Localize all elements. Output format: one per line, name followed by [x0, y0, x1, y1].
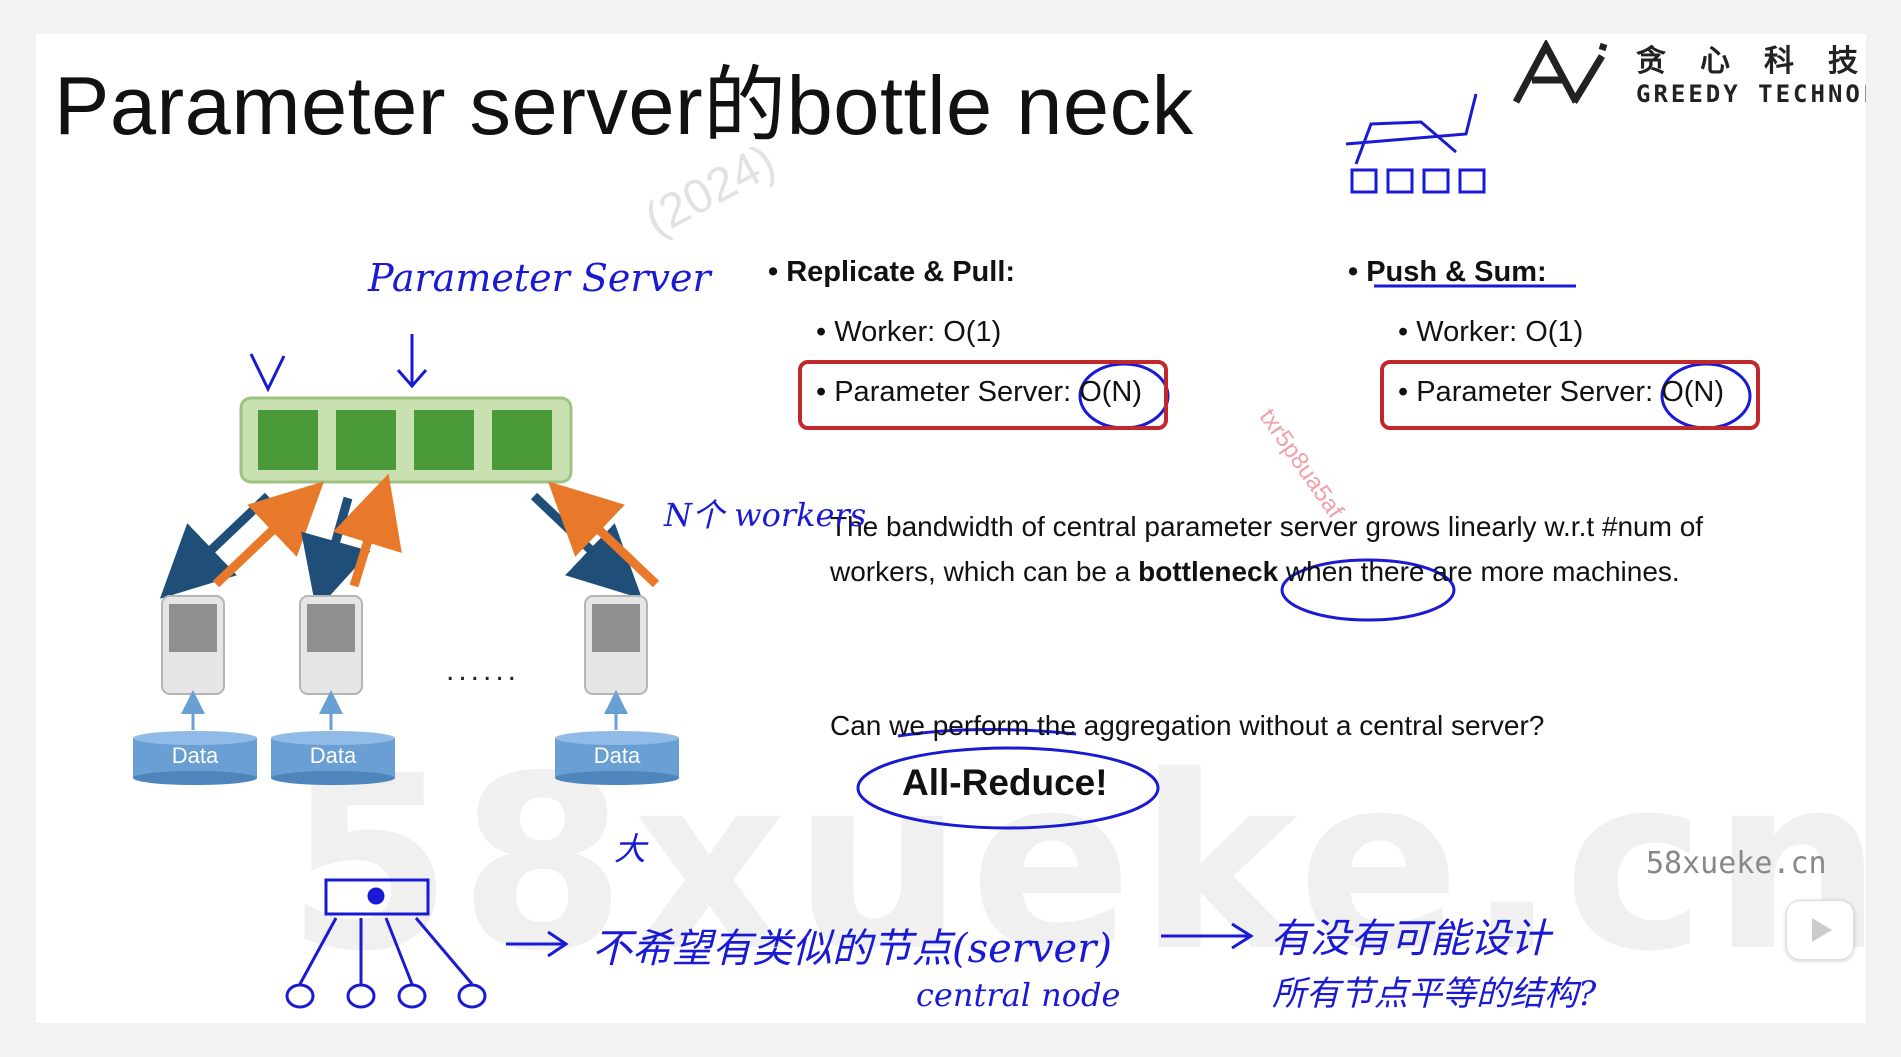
hw-design: 有没有可能设计	[1270, 916, 1550, 962]
data-cylinder	[555, 731, 679, 785]
replicate-worker: • Worker: O(1)	[816, 316, 1002, 348]
server-cell	[258, 410, 318, 470]
logo: 贪心科技 GREEDY TECHNOLOG	[1506, 36, 1866, 126]
bottleneck-keyword: bottleneck	[1138, 556, 1279, 587]
push-heading: • Push & Sum:	[1348, 256, 1547, 288]
circle-bottleneck	[1280, 558, 1456, 622]
logo-en: GREEDY TECHNOLOG	[1636, 80, 1866, 108]
push-arrow	[333, 473, 402, 588]
push-worker: • Worker: O(1)	[1398, 316, 1584, 348]
pull-arrow	[159, 492, 272, 599]
handwriting-strokes	[249, 93, 1752, 1009]
worker-device	[584, 595, 648, 695]
push-ps-box	[1380, 360, 1760, 430]
data-label: Data	[309, 743, 357, 768]
hw-parameter-server: Parameter Server	[368, 256, 711, 300]
hw-no-central: 不希望有类似的节点(server)	[592, 926, 1112, 972]
server-cell	[492, 410, 552, 470]
logo-cn: 贪心科技	[1636, 45, 1858, 78]
data-cylinder	[133, 731, 257, 785]
play-button[interactable]	[1786, 900, 1854, 960]
hw-structure: 所有节点平等的结构?	[1272, 974, 1597, 1014]
server-cell	[336, 410, 396, 470]
hw-small: 大	[614, 830, 647, 868]
push-ps: • Parameter Server: O(N)	[1398, 376, 1725, 408]
push-arrow	[547, 481, 660, 588]
play-icon	[1812, 918, 1832, 942]
parameter-server-block	[239, 396, 573, 484]
watermark: 58xueke.cn	[286, 724, 1866, 1004]
push-arrow	[212, 481, 325, 588]
data-label: Data	[171, 743, 219, 768]
server-cell	[414, 410, 474, 470]
all-reduce-answer: All-Reduce!	[902, 762, 1108, 803]
hw-central-node: central node	[916, 976, 1121, 1014]
logo-icon	[1512, 40, 1608, 104]
slide: 58xueke.cn (2024) txr5p8ua5af Parameter …	[36, 34, 1866, 1023]
data-label: Data	[593, 743, 641, 768]
replicate-heading: • Replicate & Pull:	[768, 256, 1016, 288]
diagram-svg	[133, 93, 1752, 1009]
replicate-ps: • Parameter Server: O(N)	[816, 376, 1143, 408]
question-text: Can we perform the aggregation without a…	[830, 710, 1545, 741]
circle-allreduce	[856, 746, 1160, 830]
ellipsis: ......	[446, 654, 521, 687]
worker-device	[161, 595, 225, 695]
pull-arrow	[301, 496, 371, 611]
corner-url: 58xueke.cn	[1646, 846, 1827, 881]
hw-n-workers: N个 workers	[664, 496, 867, 534]
bandwidth-paragraph: The bandwidth of central parameter serve…	[830, 511, 1704, 587]
replicate-ps-box	[798, 360, 1168, 430]
worker-device	[299, 595, 363, 695]
data-cylinder	[271, 731, 395, 785]
slide-title: Parameter server的bottle neck	[54, 59, 1194, 152]
